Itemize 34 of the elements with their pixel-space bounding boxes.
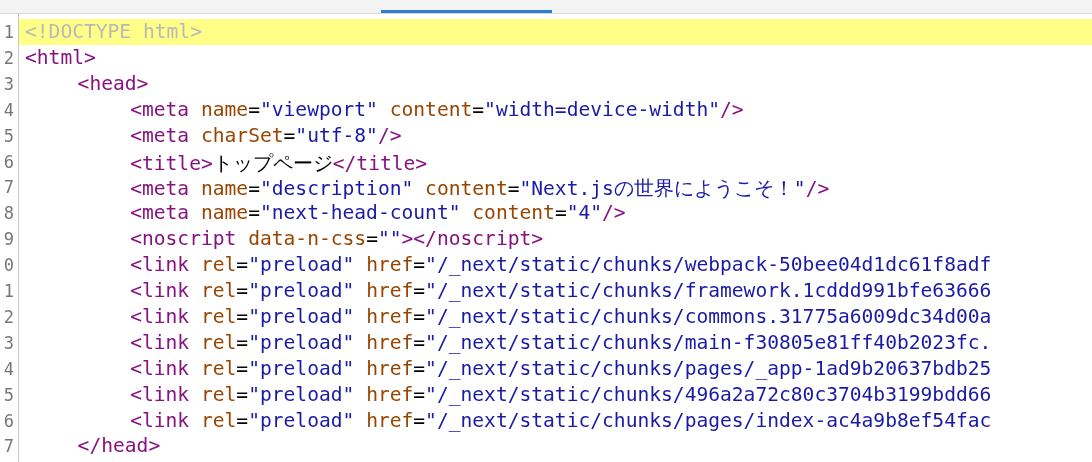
- code-line: <noscript data-n-css=""></noscript>: [130, 227, 544, 251]
- code-line: <!DOCTYPE html>: [25, 20, 202, 43]
- code-line: <meta charSet="utf-8"/>: [130, 123, 402, 147]
- code-line: <title>トップページ</title>: [130, 150, 428, 177]
- line-number: 9: [2, 229, 14, 250]
- code-line: <link rel="preload" href="/_next/static/chunks/main-f30805e81ff40b2023fc.: [130, 330, 992, 354]
- code-line: <link rel="preload" href="/_next/static/chunks/webpack-50bee04d1dc61f8adf: [130, 253, 992, 277]
- line-number: 7: [2, 436, 14, 457]
- line-number: 6: [2, 151, 14, 172]
- code-line: <link rel="preload" href="/_next/static/chunks/framework.1cddd991bfe63666: [130, 279, 992, 302]
- line-number: 6: [2, 410, 14, 431]
- line-number: 0: [2, 255, 14, 276]
- code-line: <link rel="preload" href="/_next/static/chunks/496a2a72c80c3704b3199bdd66: [130, 382, 992, 406]
- line-number: 4: [2, 358, 14, 379]
- code-line: <meta name="viewport" content="width=device-width"/>: [130, 97, 744, 121]
- line-number: 8: [2, 203, 14, 224]
- code-line: </head>: [77, 434, 161, 458]
- line-number: 7: [2, 177, 14, 198]
- line-number: 4: [2, 99, 14, 120]
- code-line: <html>: [25, 45, 96, 69]
- code-line: <link rel="preload" href="/_next/static/chunks/commons.31775a6009dc34d00a: [130, 304, 992, 328]
- line-number: 2: [2, 306, 14, 327]
- line-number: 1: [2, 22, 14, 42]
- line-number: 2: [2, 47, 14, 68]
- line-number: 3: [2, 332, 14, 353]
- line-number: 3: [2, 73, 14, 94]
- line-number: 5: [2, 125, 14, 146]
- code-line: <link rel="preload" href="/_next/static/chunks/pages/_app-1ad9b20637bdb25: [130, 356, 992, 380]
- code-line: <link rel="preload" href="/_next/static/chunks/pages/index-ac4a9b8ef54fac: [130, 408, 992, 432]
- line-number: 5: [2, 384, 14, 405]
- code-line: <head>: [77, 71, 149, 95]
- code-line: <meta name="description" content="Next.jsの世界にようこそ！"/>: [130, 176, 830, 203]
- code-line: <meta name="next-head-count" content="4"/>: [130, 201, 626, 225]
- line-number: 1: [2, 281, 14, 301]
